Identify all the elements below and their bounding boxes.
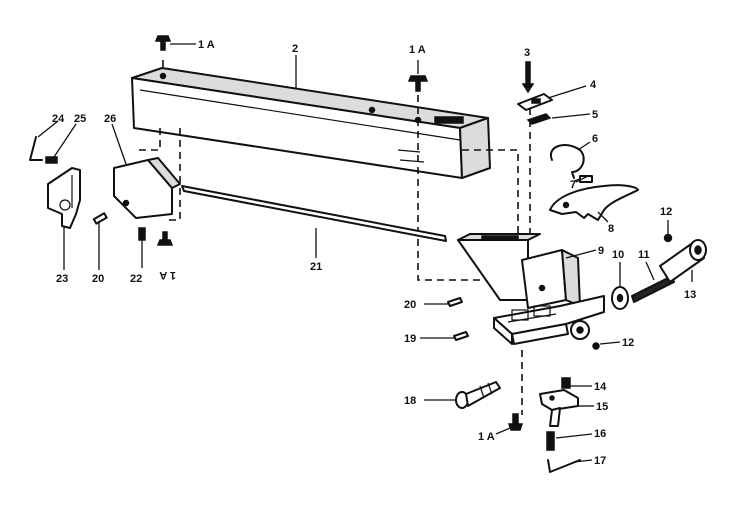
callout-11: 11 xyxy=(638,249,650,261)
callout-14: 14 xyxy=(594,381,607,393)
bracket-15-part xyxy=(539,389,579,427)
callout-4: 4 xyxy=(590,79,597,91)
leader-lines xyxy=(37,43,693,463)
ball-12-bottom-part xyxy=(592,342,600,350)
front-guide-9-part xyxy=(457,233,605,345)
callout-12-bottom: 12 xyxy=(622,337,634,349)
end-block-part xyxy=(113,157,181,219)
callout-13: 13 xyxy=(684,289,696,301)
callout-1a-center: 1 A xyxy=(409,44,426,56)
callout-23: 23 xyxy=(56,273,68,285)
callout-16: 16 xyxy=(594,428,606,440)
callout-1a-left: 1 A xyxy=(198,39,215,51)
washer-10-part xyxy=(611,286,629,310)
callout-26: 26 xyxy=(104,113,116,125)
plate-5-part xyxy=(526,113,552,125)
plate-4-part xyxy=(517,93,553,111)
ball-12-top-part xyxy=(663,233,673,243)
callout-15: 15 xyxy=(596,401,608,413)
callout-10: 10 xyxy=(612,249,624,261)
callout-20-left: 20 xyxy=(92,273,104,285)
adjuster-13-part xyxy=(659,239,707,283)
pin-20-right-part xyxy=(447,297,463,307)
small-screw-part xyxy=(45,156,58,164)
callout-6: 6 xyxy=(592,133,598,145)
spring-clip-6-part xyxy=(549,144,585,179)
spring-16-part xyxy=(546,431,555,451)
screw-14-part xyxy=(561,377,571,389)
callout-5: 5 xyxy=(592,109,598,121)
callout-2: 2 xyxy=(292,43,298,55)
callout-21: 21 xyxy=(310,261,322,273)
callout-17: 17 xyxy=(594,455,606,467)
callout-18: 18 xyxy=(404,395,416,407)
pin-left-part xyxy=(92,212,108,225)
screw-3-part xyxy=(521,61,535,94)
callout-24: 24 xyxy=(52,113,65,125)
callout-20-right: 20 xyxy=(404,299,416,311)
spring-11-part xyxy=(631,275,675,303)
callout-12-top: 12 xyxy=(660,206,672,218)
callout-9: 9 xyxy=(598,245,604,257)
screw-1a-lowerleft-part xyxy=(156,231,174,246)
callout-25: 25 xyxy=(74,113,86,125)
screw-1a-bottom-part xyxy=(507,413,524,431)
hex-key-part xyxy=(29,136,43,161)
rear-clamp-part xyxy=(47,167,81,229)
pin-7-part xyxy=(573,175,593,183)
pin-19-part xyxy=(453,331,469,341)
screw-1a-center-part xyxy=(407,75,429,92)
lock-handle-8-part xyxy=(549,184,639,221)
callout-19: 19 xyxy=(404,333,416,345)
rod-part xyxy=(181,185,447,242)
callout-1a-lowerleft: 1 A xyxy=(159,269,176,281)
callout-22: 22 xyxy=(130,273,142,285)
callout-8: 8 xyxy=(608,223,614,235)
callout-labels: 1 A 2 1 A 3 4 5 6 7 8 9 10 11 12 13 12 1… xyxy=(52,39,696,467)
screw-1a-left-part xyxy=(154,35,172,51)
set-screw-22-part xyxy=(138,227,146,241)
bolt-18-part xyxy=(455,381,501,409)
callout-3: 3 xyxy=(524,47,530,59)
callout-7: 7 xyxy=(570,179,576,191)
callout-1a-bottom: 1 A xyxy=(478,431,495,443)
fence-bar-part xyxy=(131,67,491,179)
